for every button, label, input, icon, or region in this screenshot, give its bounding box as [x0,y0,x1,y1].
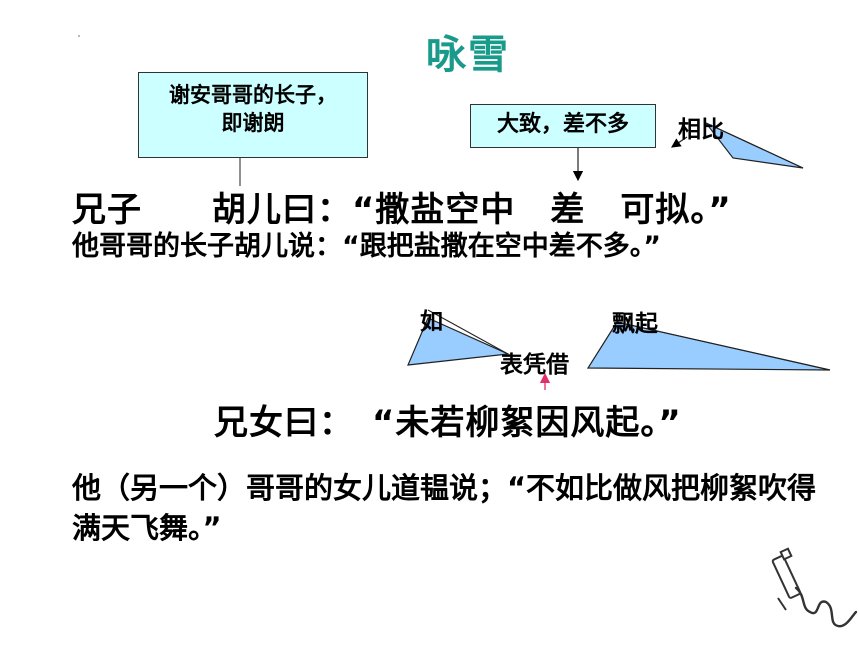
pen-scribble-icon [771,547,858,628]
label-xiangbi: 相比 [678,117,724,143]
label-biao-pingjie: 表凭借 [500,352,569,378]
note-box-dazhi: 大致，差不多 [470,104,656,148]
translation-line-2: 他（另一个）哥哥的女儿道韫说；“不如比做风把柳絮吹得满天飞舞。” [72,471,817,545]
note-xie-lang-line2: 即谢朗 [221,111,285,135]
note-xie-lang-line1: 谢安哥哥的长子， [169,83,337,107]
translation-line-1: 他哥哥的长子胡儿说：“跟把盐撒在空中差不多。” [72,231,661,262]
label-ru: 如 [420,309,443,335]
note-box-xie-lang: 谢安哥哥的长子， 即谢朗 [138,72,368,158]
original-line-2: 兄女曰： “未若柳絮因风起。” [214,403,682,443]
original-line-1: 兄子 胡儿曰：“撒盐空中 差 可拟。” [72,190,732,230]
page-title: 咏雪 [426,32,510,78]
label-piaoqi: 飘起 [612,311,658,337]
